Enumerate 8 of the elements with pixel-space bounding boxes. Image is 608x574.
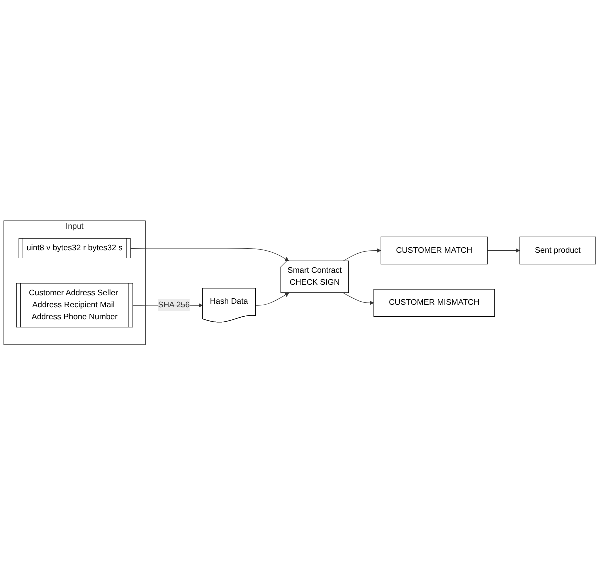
arrow (343, 248, 382, 262)
edge-label: SHA 256 (158, 300, 190, 310)
arrow (487, 248, 520, 253)
node-box: CUSTOMER MISMATCH (374, 289, 496, 317)
node-box: Sent product (520, 236, 596, 265)
arrow (256, 292, 290, 306)
node-box: CUSTOMER MATCH (380, 236, 488, 265)
arrow (343, 292, 374, 306)
